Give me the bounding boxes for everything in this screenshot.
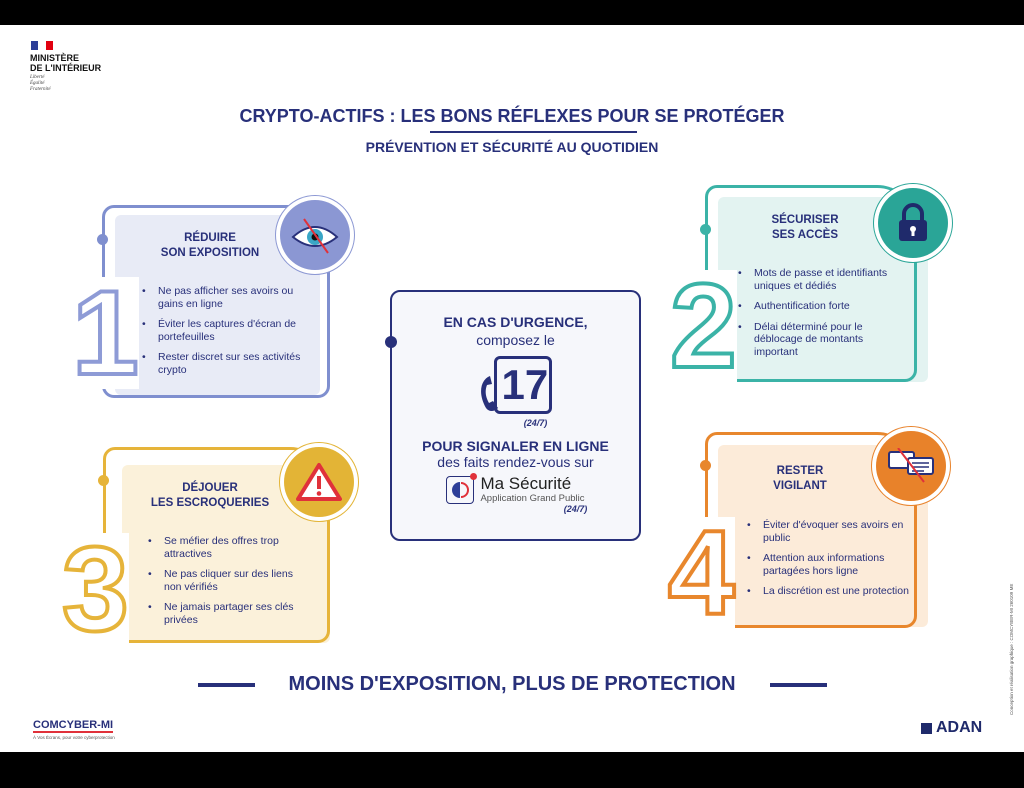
title-underline (430, 131, 637, 133)
app-subtitle: Application Grand Public (480, 493, 585, 504)
adan-logo: ADAN (921, 719, 982, 737)
list-item: Éviter d'évoquer ses avoirs en public (745, 519, 915, 544)
ma-securite-logo-icon (446, 472, 478, 504)
panel-list: Se méfier des offres trop attractives Ne… (146, 535, 311, 634)
list-item: Se méfier des offres trop attractives (146, 535, 311, 560)
page-title: CRYPTO-ACTIFS : LES BONS RÉFLEXES POUR S… (239, 106, 785, 126)
slogan-line-right (770, 683, 827, 687)
lock-icon (878, 188, 948, 258)
list-item: Ne pas cliquer sur des liens non vérifié… (146, 568, 311, 593)
app-name: Ma Sécurité (480, 474, 572, 493)
report-heading: POUR SIGNALER EN LIGNE (422, 438, 609, 454)
report-text: des faits rendez-vous sur (437, 454, 594, 470)
panel-list: Éviter d'évoquer ses avoirs en public At… (745, 519, 915, 606)
list-item: Rester discret sur ses activités crypto (140, 351, 305, 376)
warning-icon (284, 447, 354, 517)
page-subtitle: PRÉVENTION ET SÉCURITÉ AU QUOTIDIEN (365, 139, 659, 155)
comcyber-logo: COMCYBER-MI À Vos Écrans, pour votre cyb… (33, 719, 115, 740)
panel-list: Ne pas afficher ses avoirs ou gains en l… (140, 285, 305, 384)
list-item: Éviter les captures d'écran de portefeui… (140, 318, 305, 343)
step-number: 2 (668, 259, 739, 393)
emergency-box: EN CAS D'URGENCE, composez le 17 (24/7) … (385, 290, 641, 541)
devise-3: Fraternité (30, 87, 51, 92)
step-number: 3 (60, 522, 131, 656)
dial-text: composez le (476, 332, 555, 348)
marianne-flag-icon (31, 41, 53, 50)
step-number: 1 (70, 266, 141, 400)
slogan: MOINS D'EXPOSITION, PLUS DE PROTECTION (288, 673, 736, 695)
ma-securite-app-link[interactable]: Ma Sécurité Application Grand Public (392, 472, 639, 504)
emergency-heading: EN CAS D'URGENCE, (443, 314, 588, 330)
credit-text: Conception et réalisation graphique : CO… (1009, 583, 1014, 715)
hours-label: (24/7) (523, 418, 548, 428)
number-17: 17 (501, 361, 549, 408)
step-number: 4 (666, 506, 737, 640)
emergency-number-17[interactable]: 17 (476, 356, 556, 418)
list-item: La discrétion est une protection (745, 585, 915, 598)
list-item: Authentification forte (736, 300, 906, 313)
list-item: Attention aux informations partagées hor… (745, 552, 915, 577)
list-item: Délai déterminé pour le déblocage de mon… (736, 321, 906, 359)
list-item: Mots de passe et identifiants uniques et… (736, 267, 906, 292)
devise-1: Liberté (30, 75, 45, 80)
crossed-chat-icon (876, 431, 946, 501)
crossed-eye-icon (280, 200, 350, 270)
list-item: Ne pas afficher ses avoirs ou gains en l… (140, 285, 305, 310)
ministry-line1: MINISTÈRE (30, 53, 80, 63)
ministry-line2: DE L'INTÉRIEUR (30, 63, 102, 73)
panel-list: Mots de passe et identifiants uniques et… (736, 267, 906, 366)
app-hours: (24/7) (563, 504, 588, 514)
phone-icon (480, 376, 498, 411)
devise-2: Égalité (30, 81, 45, 86)
slogan-line-left (198, 683, 255, 687)
list-item: Ne jamais partager ses clés privées (146, 601, 311, 626)
